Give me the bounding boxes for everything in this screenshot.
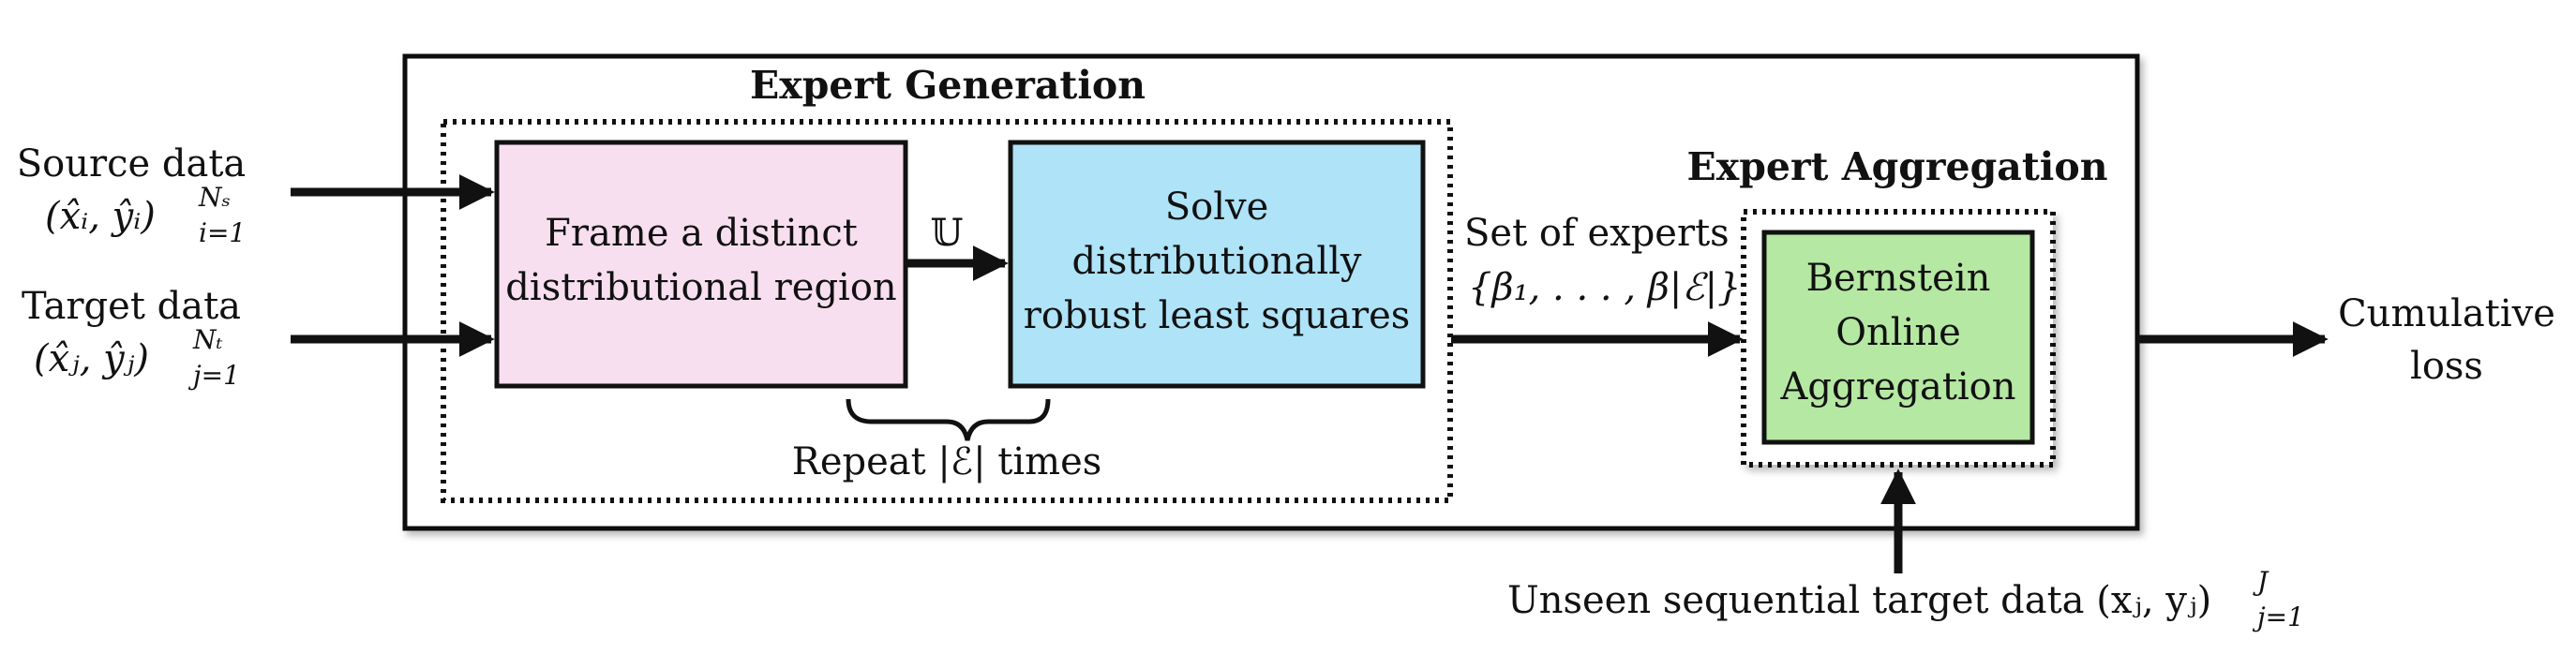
solve-box-line2: distributionally bbox=[1071, 240, 1361, 283]
target-data-sup: Nₜ bbox=[192, 324, 223, 355]
frame-box-line2: distributional region bbox=[505, 266, 896, 309]
source-data-sup: Nₛ bbox=[198, 182, 231, 213]
bernstein-box-line2: Online bbox=[1835, 311, 1961, 354]
u-symbol: 𝕌 bbox=[931, 212, 964, 255]
solve-dro-box bbox=[1008, 140, 1426, 389]
experts-label-line1: Set of experts bbox=[1464, 212, 1730, 255]
expert-generation-region bbox=[441, 119, 1453, 503]
frame-region-box bbox=[494, 140, 908, 389]
expert-generation-title: Expert Generation bbox=[750, 63, 1146, 108]
unseen-data-label: Unseen sequential target data (xⱼ, yⱼ) bbox=[1507, 579, 2211, 622]
unseen-data-sup: J bbox=[2253, 566, 2269, 597]
source-data-label: Source data bbox=[17, 142, 247, 186]
output-label-line2: loss bbox=[2410, 345, 2483, 388]
target-data-label: Target data bbox=[22, 285, 241, 328]
target-data-formula: (x̂ⱼ, ŷⱼ) bbox=[34, 337, 149, 380]
source-formula-main: (x̂ᵢ, ŷᵢ) bbox=[45, 195, 156, 238]
repeat-label: Repeat |ℰ| times bbox=[792, 440, 1102, 483]
target-formula-main: (x̂ⱼ, ŷⱼ) bbox=[34, 337, 149, 380]
bernstein-box-line1: Bernstein bbox=[1806, 257, 1991, 300]
unseen-data-sub: j=1 bbox=[2252, 602, 2304, 632]
frame-box-line1: Frame a distinct bbox=[545, 212, 858, 255]
solve-box-line3: robust least squares bbox=[1024, 294, 1411, 337]
bernstein-box-line3: Aggregation bbox=[1779, 365, 2015, 409]
output-label-line1: Cumulative bbox=[2338, 292, 2555, 335]
expert-aggregation-title: Expert Aggregation bbox=[1687, 144, 2108, 189]
target-data-sub: j=1 bbox=[187, 360, 240, 391]
source-data-sub: i=1 bbox=[199, 217, 246, 248]
experts-label-line2: {β₁, . . . , β|ℰ|} bbox=[1468, 266, 1742, 309]
source-data-formula: (x̂ᵢ, ŷᵢ) bbox=[45, 195, 156, 238]
bernstein-aggregation-box bbox=[1761, 230, 2035, 445]
repeat-brace bbox=[846, 398, 1051, 441]
solve-box-line1: Solve bbox=[1165, 186, 1269, 229]
